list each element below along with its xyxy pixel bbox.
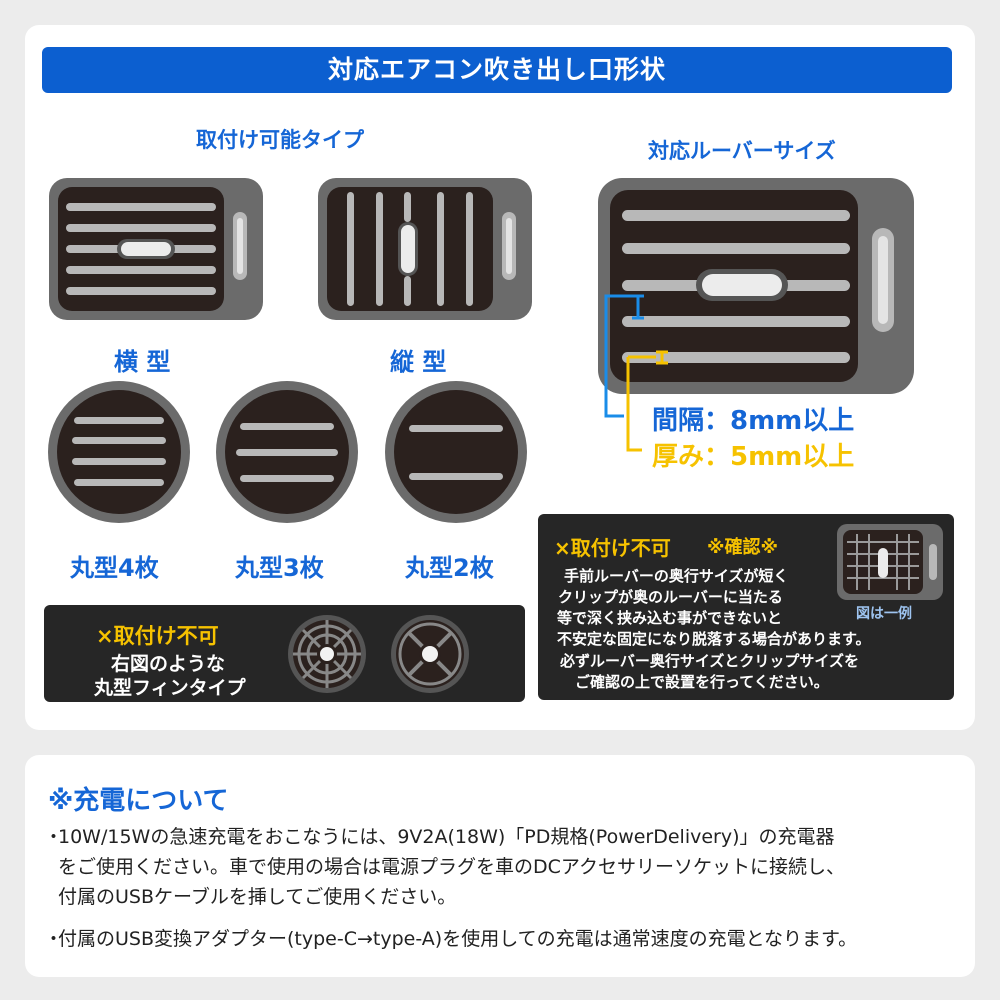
louver-callout-lines xyxy=(604,294,642,452)
vertical-label: 縦 型 xyxy=(390,348,447,376)
thickness-spec: 厚み：5mm以上 xyxy=(652,442,855,472)
round-vent-4-louver xyxy=(48,381,190,523)
charging-note-1: ・10W/15Wの急速充電をおこなうには、9V2A(18W)「PD規格(Powe… xyxy=(44,822,964,912)
round-vent-3-louver xyxy=(216,381,358,523)
charging-note-1-line1: 10W/15Wの急速充電をおこなうには、9V2A(18W)「PD規格(Power… xyxy=(58,826,835,848)
caution-line-5: 必ずルーバー奥行サイズとクリップサイズを xyxy=(560,652,859,670)
caution-line-1: 手前ルーバーの奥行サイズが短く xyxy=(564,567,789,585)
unmountable-round-line2: 丸型フィンタイプ xyxy=(94,677,246,699)
round-vent-2-louver xyxy=(385,381,527,523)
bullet-mark: ・ xyxy=(44,928,64,950)
vertical-vent-illustration xyxy=(318,178,532,320)
caution-example-vent xyxy=(837,524,943,600)
bullet-mark: ・ xyxy=(44,826,64,848)
charging-note-2: ・付属のUSB変換アダプター(type-C→type-A)を使用しての充電は通常… xyxy=(44,924,964,954)
caution-line-2: クリップが奥のルーバーに当たる xyxy=(558,588,783,606)
round4-label: 丸型4枚 xyxy=(70,554,159,582)
round3-label: 丸型3枚 xyxy=(235,554,324,582)
round-fin-vent-cross-icon xyxy=(391,615,469,693)
charging-card xyxy=(25,755,975,977)
louver-size-diagram xyxy=(598,178,914,394)
charging-note-2-text: 付属のUSB変換アダプター(type-C→type-A)を使用しての充電は通常速… xyxy=(58,928,858,950)
charging-note-1-line3: 付属のUSBケーブルを挿してご使用ください。 xyxy=(58,886,457,908)
louver-size-title: 対応ルーバーサイズ xyxy=(648,139,836,163)
caution-line-6: ご確認の上で設置を行ってください。 xyxy=(575,673,829,691)
horizontal-label: 横 型 xyxy=(114,348,171,376)
round-fin-vent-web-icon xyxy=(288,615,366,693)
caution-line-4: 不安定な固定になり脱落する場合があります。 xyxy=(557,630,871,648)
caution-confirm: ※確認※ xyxy=(707,537,778,558)
charging-title: ※充電について xyxy=(48,786,229,816)
caution-line-3: 等で深く挟み込む事ができないと xyxy=(557,609,783,627)
horizontal-vent-illustration xyxy=(49,178,263,320)
unmountable-round-line1: 右図のような xyxy=(111,653,226,675)
section-banner: 対応エアコン吹き出し口形状 xyxy=(42,47,952,93)
caution-title: ×取付け不可 xyxy=(554,536,671,560)
round2-label: 丸型2枚 xyxy=(405,554,494,582)
mountable-title: 取付け可能タイプ xyxy=(196,128,364,152)
charging-note-1-line2: をご使用ください。車で使用の場合は電源プラグを車のDCアクセサリーソケットに接続… xyxy=(58,856,845,878)
caution-figure-caption: 図は一例 xyxy=(856,606,912,622)
gap-spec: 間隔：8mm以上 xyxy=(652,406,855,436)
unmountable-round-title: ×取付け不可 xyxy=(96,624,219,648)
